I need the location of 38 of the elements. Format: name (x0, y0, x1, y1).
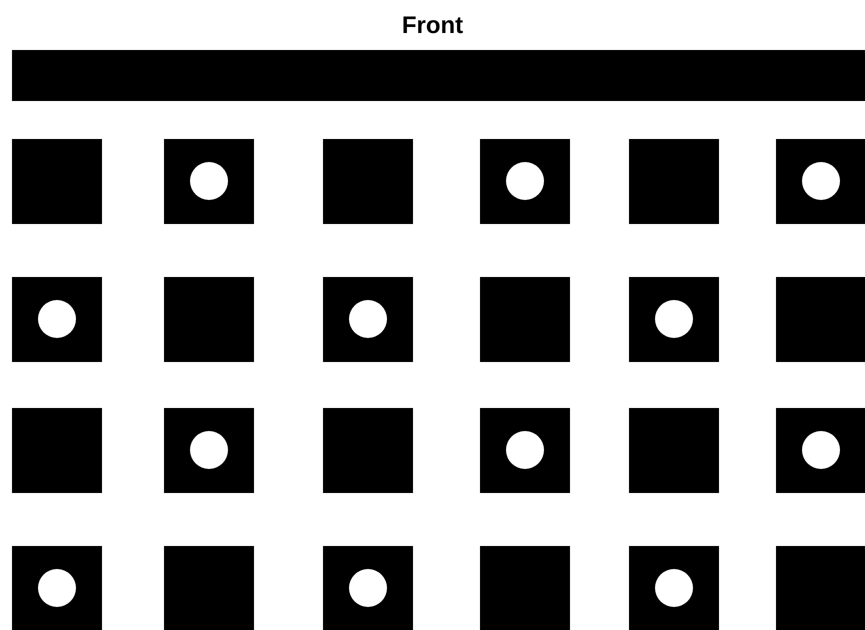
desk-square (323, 277, 413, 362)
desk-square (323, 408, 413, 493)
desk-square (776, 408, 865, 493)
desk-square (629, 408, 719, 493)
seat-dot (349, 569, 387, 607)
desk-square (164, 546, 254, 630)
desk-square (629, 277, 719, 362)
seat-dot (506, 162, 544, 200)
seat-dot (190, 162, 228, 200)
desk-square (12, 139, 102, 224)
desk-square (480, 139, 570, 224)
desk-square (629, 139, 719, 224)
seat-dot (655, 300, 693, 338)
seat-dot (38, 569, 76, 607)
seat-dot (506, 431, 544, 469)
desk-square (12, 277, 102, 362)
seat-dot (655, 569, 693, 607)
desk-square (776, 546, 865, 630)
seat-dot (190, 431, 228, 469)
desk-square (164, 408, 254, 493)
desk-square (629, 546, 719, 630)
seat-dot (349, 300, 387, 338)
desk-square (480, 408, 570, 493)
desk-square (480, 546, 570, 630)
desk-square (164, 139, 254, 224)
desk-square (776, 139, 865, 224)
desk-square (12, 546, 102, 630)
desk-square (12, 408, 102, 493)
seat-dot (802, 162, 840, 200)
front-bar (12, 50, 865, 101)
seat-dot (802, 431, 840, 469)
desk-square (480, 277, 570, 362)
desk-square (776, 277, 865, 362)
desk-square (323, 139, 413, 224)
title: Front (402, 12, 464, 40)
seat-dot (38, 300, 76, 338)
desk-square (164, 277, 254, 362)
desk-square (323, 546, 413, 630)
